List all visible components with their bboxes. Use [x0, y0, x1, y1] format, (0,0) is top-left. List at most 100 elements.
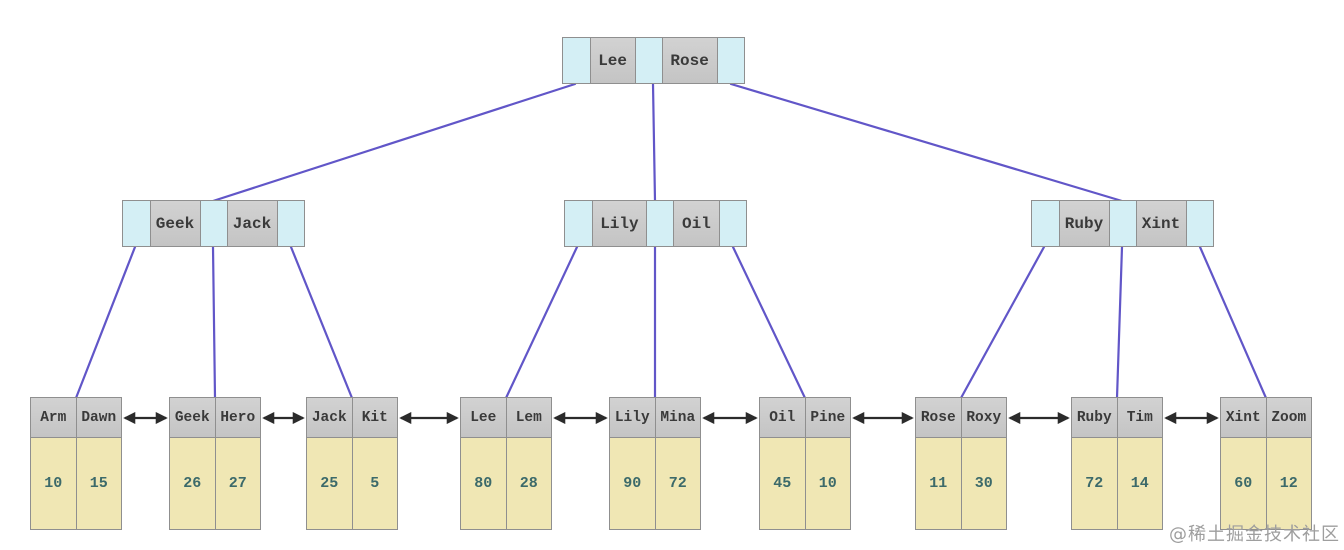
leaf-value-cell: 14 — [1130, 475, 1149, 492]
leaf-column: Geek 26 — [170, 398, 215, 529]
pointer-cell — [564, 201, 592, 246]
pointer-cell — [716, 38, 744, 83]
leaf-value-cell: 12 — [1279, 475, 1298, 492]
leaf-value-cell: 30 — [974, 475, 993, 492]
key-cell: Ruby — [1058, 201, 1109, 246]
leaf-value-cell: 11 — [929, 475, 948, 492]
leaf-column: Kit 5 — [351, 398, 397, 529]
leaf-key-cell: Mina — [655, 398, 700, 438]
internal-node-level2-1: Lily Oil — [563, 200, 747, 247]
leaf-key-cell: Lily — [610, 398, 655, 438]
leaf-key-cell: Arm — [31, 398, 76, 438]
tree-edge — [504, 245, 579, 400]
pointer-cell — [199, 201, 227, 246]
leaf-column: Oil 45 — [760, 398, 805, 529]
leaf-value-cell: 25 — [320, 475, 339, 492]
leaf-key-cell: Jack — [307, 398, 352, 438]
leaf-key-cell: Pine — [805, 398, 850, 438]
leaf-column: Dawn 15 — [75, 398, 121, 529]
leaf-node: Arm 10 Dawn 15 — [30, 397, 122, 530]
leaf-value-cell: 10 — [818, 475, 837, 492]
leaf-column: Rose 11 — [916, 398, 961, 529]
leaf-key-cell: Oil — [760, 398, 805, 438]
watermark-text: @稀土掘金技术社区 — [1169, 524, 1340, 545]
key-cell: Oil — [673, 201, 719, 246]
pointer-cell — [1185, 201, 1213, 246]
leaf-value-cell: 60 — [1234, 475, 1253, 492]
leaf-key-cell: Lee — [461, 398, 506, 438]
leaf-value-cell: 5 — [370, 475, 380, 492]
pointer-cell — [1031, 201, 1059, 246]
leaf-column: Mina 72 — [654, 398, 700, 529]
leaf-column: Pine 10 — [804, 398, 850, 529]
tree-edge — [289, 245, 354, 400]
pointer-cell — [562, 38, 590, 83]
pointer-cell — [1108, 201, 1136, 246]
leaf-column: Lily 90 — [610, 398, 655, 529]
leaf-key-cell: Kit — [352, 398, 397, 438]
leaf-value-cell: 45 — [773, 475, 792, 492]
pointer-cell — [122, 201, 150, 246]
leaf-value-cell: 72 — [1085, 475, 1104, 492]
leaf-node: Ruby 72 Tim 14 — [1071, 397, 1163, 530]
leaf-key-cell: Hero — [215, 398, 260, 438]
leaf-value-cell: 80 — [474, 475, 493, 492]
leaf-column: Ruby 72 — [1072, 398, 1117, 529]
leaf-key-cell: Roxy — [961, 398, 1006, 438]
leaf-value-cell: 72 — [668, 475, 687, 492]
leaf-key-cell: Zoom — [1266, 398, 1311, 438]
leaf-key-cell: Lem — [506, 398, 551, 438]
leaf-node: Geek 26 Hero 27 — [169, 397, 261, 530]
leaf-value-cell: 26 — [183, 475, 202, 492]
leaf-column: Zoom 12 — [1265, 398, 1311, 529]
tree-edge — [211, 245, 217, 400]
leaf-node: Rose 11 Roxy 30 — [915, 397, 1007, 530]
internal-node-root: Lee Rose — [561, 37, 745, 84]
leaf-node: Oil 45 Pine 10 — [759, 397, 851, 530]
tree-edge — [211, 82, 577, 203]
leaf-column: Xint 60 — [1221, 398, 1266, 529]
leaf-node: Lily 90 Mina 72 — [609, 397, 701, 530]
leaf-value-cell: 28 — [519, 475, 538, 492]
leaf-node: Jack 25 Kit 5 — [306, 397, 398, 530]
tree-edges — [74, 82, 1268, 425]
leaf-value-cell: 27 — [228, 475, 247, 492]
leaf-column: Tim 14 — [1116, 398, 1162, 529]
tree-edge — [1198, 245, 1268, 400]
leaf-column: Arm 10 — [31, 398, 76, 529]
leaf-key-cell: Tim — [1117, 398, 1162, 438]
leaf-key-cell: Rose — [916, 398, 961, 438]
leaf-node: Lee 80 Lem 28 — [460, 397, 552, 530]
leaf-column: Roxy 30 — [960, 398, 1006, 529]
tree-edge — [1115, 245, 1124, 400]
leaf-column: Lee 80 — [461, 398, 506, 529]
key-cell: Lily — [591, 201, 647, 246]
pointer-cell — [646, 201, 674, 246]
tree-edge — [959, 245, 1046, 400]
pointer-cell — [276, 201, 304, 246]
tree-edge — [729, 82, 1124, 203]
pointer-cell — [718, 201, 746, 246]
leaf-key-cell: Xint — [1221, 398, 1266, 438]
leaf-node: Xint 60 Zoom 12 — [1220, 397, 1312, 530]
tree-edge — [74, 245, 137, 400]
leaf-column: Hero 27 — [214, 398, 260, 529]
leaf-key-cell: Ruby — [1072, 398, 1117, 438]
leaf-key-cell: Dawn — [76, 398, 121, 438]
pointer-cell — [634, 38, 662, 83]
leaf-value-cell: 10 — [44, 475, 63, 492]
internal-node-level2-2: Ruby Xint — [1030, 200, 1214, 247]
leaf-key-cell: Geek — [170, 398, 215, 438]
leaf-value-cell: 90 — [623, 475, 642, 492]
key-cell: Lee — [589, 38, 635, 83]
leaf-column: Lem 28 — [505, 398, 551, 529]
leaf-value-cell: 15 — [89, 475, 108, 492]
key-cell: Rose — [661, 38, 717, 83]
leaf-column: Jack 25 — [307, 398, 352, 529]
key-cell: Xint — [1135, 201, 1186, 246]
key-cell: Geek — [149, 201, 200, 246]
tree-edge — [731, 245, 807, 400]
tree-edge — [651, 82, 657, 203]
